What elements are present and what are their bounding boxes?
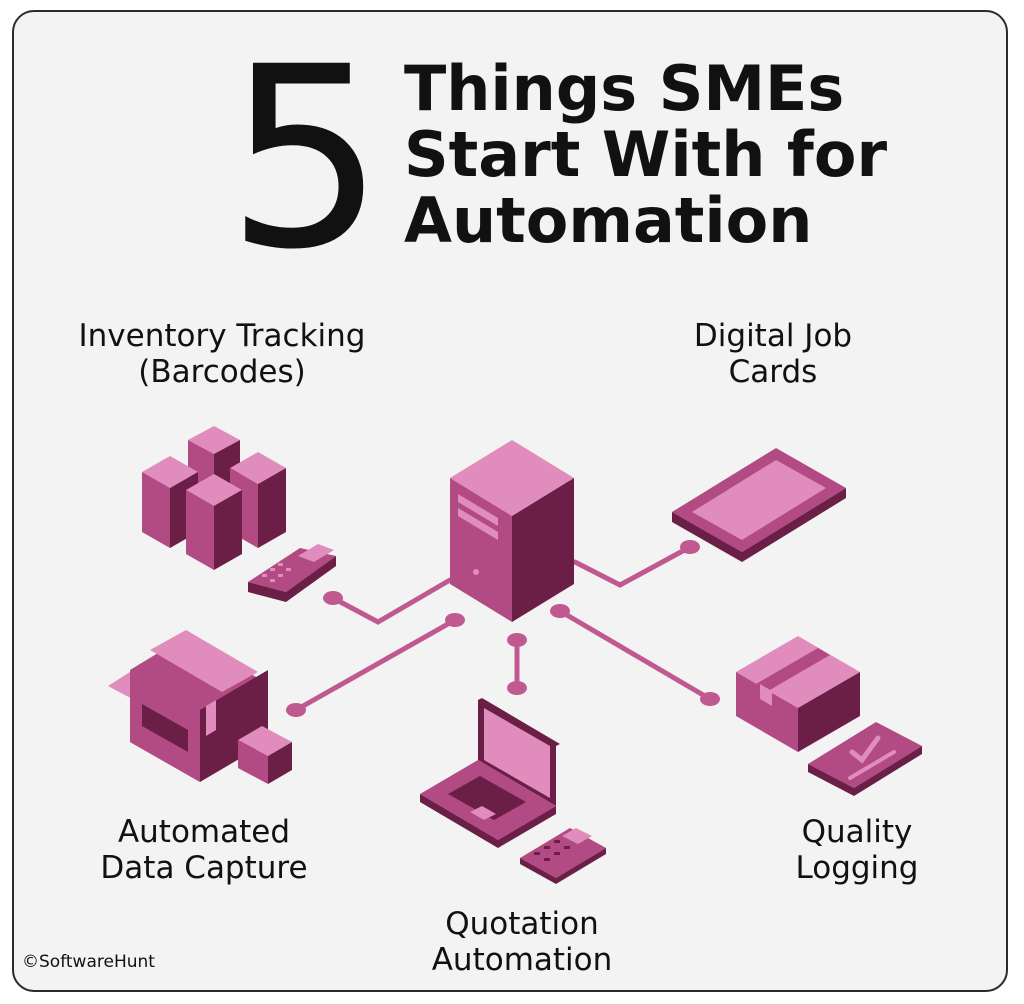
node-quality — [700, 692, 720, 706]
laptop-calculator-icon — [420, 698, 606, 884]
server-icon — [450, 440, 574, 622]
machine-output-box — [238, 726, 292, 784]
copyright-text: ©SoftwareHunt — [22, 952, 155, 972]
connector-inventory — [330, 577, 453, 625]
connector-job-cards — [572, 544, 693, 588]
connectors — [293, 544, 713, 713]
connector-nodes — [286, 540, 720, 717]
title-line-3: Automation — [404, 184, 813, 257]
title-number: 5 — [226, 13, 385, 304]
calculator — [520, 828, 606, 884]
node-inventory — [323, 591, 343, 605]
node-server-bottom — [507, 633, 527, 647]
title-line-2: Start With for — [404, 118, 888, 191]
node-server-left — [445, 613, 465, 627]
node-job-cards — [680, 540, 700, 554]
node-data-capture — [286, 703, 306, 717]
boxes-barcode-scanner-icon — [142, 426, 336, 602]
label-automated-data-capture: Automated Data Capture — [100, 814, 308, 886]
label-digital-job-cards: Digital Job Cards — [693, 318, 853, 390]
label-quotation-automation: Quotation Automation — [431, 906, 613, 978]
package-checklist-icon — [736, 636, 922, 796]
label-inventory-tracking: Inventory Tracking (Barcodes) — [78, 318, 366, 390]
node-quotation — [507, 681, 527, 695]
barcode-scanner — [248, 544, 336, 602]
connector-quality — [557, 608, 713, 702]
tablet-icon — [672, 448, 846, 562]
box-front — [186, 474, 242, 570]
machine-icon — [108, 630, 292, 784]
node-server-right — [550, 604, 570, 618]
checklist-card — [808, 722, 922, 796]
label-quality-logging: Quality Logging — [795, 814, 919, 886]
connector-data-capture — [293, 617, 458, 713]
title-line-1: Things SMEs — [404, 52, 845, 125]
